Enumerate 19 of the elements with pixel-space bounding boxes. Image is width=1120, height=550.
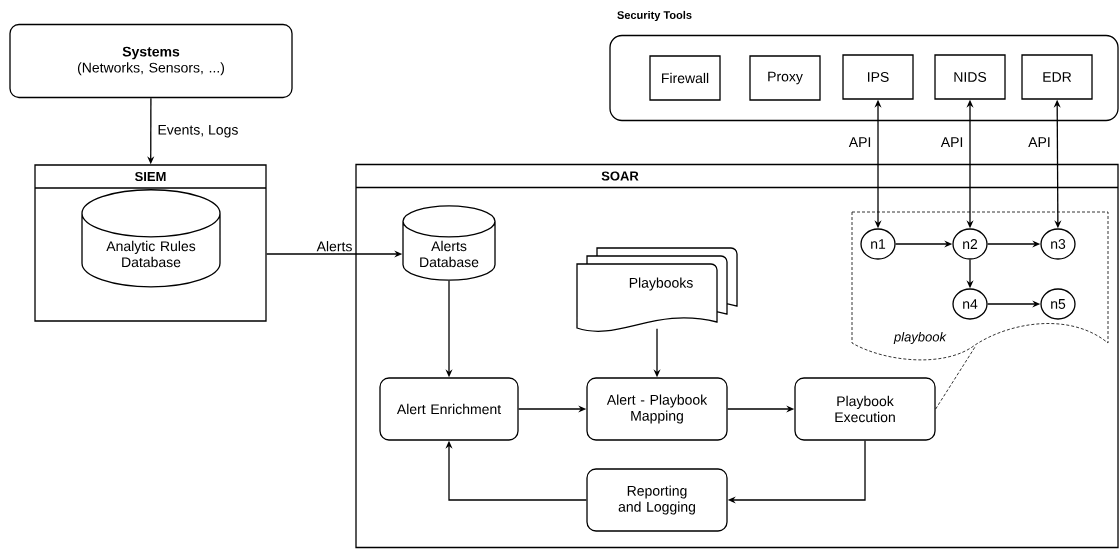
tool-box: EDR bbox=[1021, 54, 1093, 100]
process-box: Reporting and Logging bbox=[586, 468, 728, 532]
edge-label: API bbox=[1028, 137, 1050, 147]
document-stack: Playbooks bbox=[576, 247, 738, 332]
node-label: Security Tools bbox=[617, 10, 692, 22]
edge-label: Events, Logs bbox=[158, 125, 238, 138]
process-box: Alert Enrichment bbox=[379, 377, 519, 441]
process-box: Alert - Playbook Mapping bbox=[586, 377, 728, 441]
edge-label: API bbox=[940, 137, 963, 147]
process-box: Playbook Execution bbox=[794, 377, 936, 441]
tool-box: Proxy bbox=[749, 55, 821, 101]
process-box: Systems (Networks, Sensors, ...) bbox=[9, 23, 293, 99]
tool-box: NIDS bbox=[934, 54, 1006, 100]
database-cylinder: Alerts Database bbox=[402, 205, 496, 281]
tool-box: IPS bbox=[842, 54, 914, 100]
edge-label: API bbox=[848, 137, 871, 147]
edge-label: Alerts bbox=[316, 241, 352, 252]
database-cylinder: Analytic Rules Database bbox=[81, 189, 221, 288]
tool-box: Firewall bbox=[649, 55, 721, 101]
